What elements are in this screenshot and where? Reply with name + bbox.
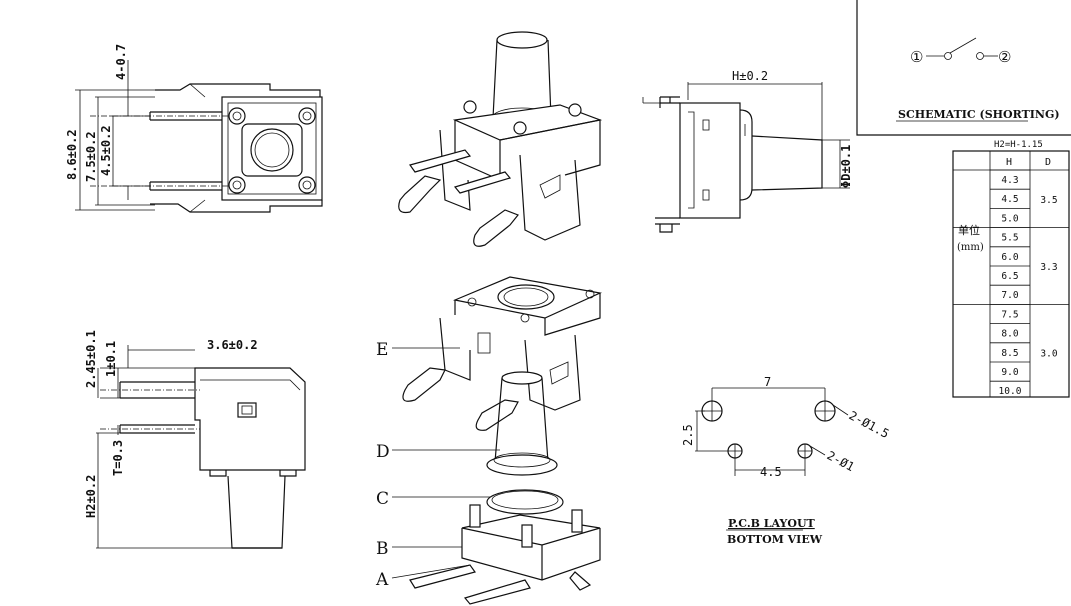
button-circle	[250, 128, 294, 172]
table-unit-label: 单位	[958, 223, 980, 237]
table-cell-h: 6.0	[1001, 252, 1018, 263]
table-cell-h: 4.3	[1001, 175, 1018, 186]
pcb-dim-4-5: 4.5	[760, 465, 782, 479]
corner-hole	[228, 107, 246, 125]
pcb-layout: 7 2.5 4.5 2-Ø1.5 2-Ø1 P.C.B LAYOUT BOTTO…	[681, 375, 891, 546]
table-cell-h: 10.0	[999, 386, 1022, 397]
dim-1: 1±0.1	[104, 341, 118, 377]
pcb-subtitle: BOTTOM VIEW	[727, 533, 823, 546]
table-cell-d: 3.5	[1040, 195, 1057, 206]
table-cell-h: 9.0	[1001, 367, 1018, 378]
front-view: 8.6±0.2 7.5±0.2 4.5±0.2 4-0.7	[65, 44, 323, 213]
dim-8-6: 8.6±0.2	[65, 129, 79, 180]
dim-h: H±0.2	[732, 69, 768, 83]
dim-d: ΦD±0.1	[839, 145, 853, 188]
isometric-assembled	[398, 31, 603, 247]
part-label-e: E	[376, 340, 388, 360]
corner-hole	[228, 176, 246, 194]
table-cell-h: 5.5	[1001, 233, 1018, 244]
table-header-d: D	[1045, 157, 1051, 168]
table-cell-d: 3.0	[1040, 348, 1057, 359]
table-cell-h: 8.0	[1001, 329, 1018, 340]
dim-7-5: 7.5±0.2	[84, 131, 98, 182]
dim-h2: H2±0.2	[84, 475, 98, 518]
exploded-view: E D C B A	[375, 276, 603, 605]
pcb-dim-2-phi1-5: 2-Ø1.5	[847, 408, 892, 441]
part-label-d: D	[376, 442, 390, 462]
pcb-dim-7: 7	[764, 375, 771, 389]
dim-4-0-7: 4-0.7	[114, 44, 128, 80]
part-label-b: B	[376, 539, 389, 559]
pcb-dim-2-5: 2.5	[681, 424, 695, 446]
dim-t: T=0.3	[111, 440, 125, 476]
schematic-pin-1: ①	[910, 48, 923, 66]
corner-hole	[298, 176, 316, 194]
pcb-title: P.C.B LAYOUT	[728, 517, 816, 530]
table-cell-h: 6.5	[1001, 271, 1018, 282]
dim-3-6: 3.6±0.2	[207, 338, 258, 352]
table-cell-h: 5.0	[1001, 213, 1018, 224]
pcb-dim-2-phi1: 2-Ø1	[825, 448, 857, 474]
schematic-pin-2: ②	[998, 48, 1011, 66]
schematic-title: SCHEMATIC (SHORTING)	[898, 108, 1060, 121]
table-cell-h: 7.0	[1001, 290, 1018, 301]
table-header-h: H	[1006, 157, 1012, 168]
size-table: H2=H-1.15 H D 单位 (mm) 4.3 4.5 5.0 5.5 6.0 6.5…	[952, 140, 1070, 398]
table-cell-h: 8.5	[1001, 348, 1018, 359]
table-cell-d: 3.3	[1040, 262, 1057, 273]
side-view: 3.6±0.2 2.45±0.1 1±0.1 T=0.3 H2±0.2	[84, 330, 306, 549]
top-right-view: H±0.2 ΦD±0.1	[642, 69, 853, 233]
part-label-a: A	[375, 570, 389, 590]
table-cell-h: 7.5	[1001, 309, 1018, 320]
corner-hole	[298, 107, 316, 125]
table-formula: H2=H-1.15	[994, 140, 1043, 150]
part-label-c: C	[376, 489, 389, 509]
front-body	[221, 96, 323, 201]
dim-2-45: 2.45±0.1	[84, 330, 98, 388]
table-cell-h: 4.5	[1001, 194, 1018, 205]
table-unit: (mm)	[957, 242, 984, 253]
schematic-box: ① ② SCHEMATIC (SHORTING)	[856, 0, 1071, 136]
dim-4-5: 4.5±0.2	[99, 125, 113, 176]
